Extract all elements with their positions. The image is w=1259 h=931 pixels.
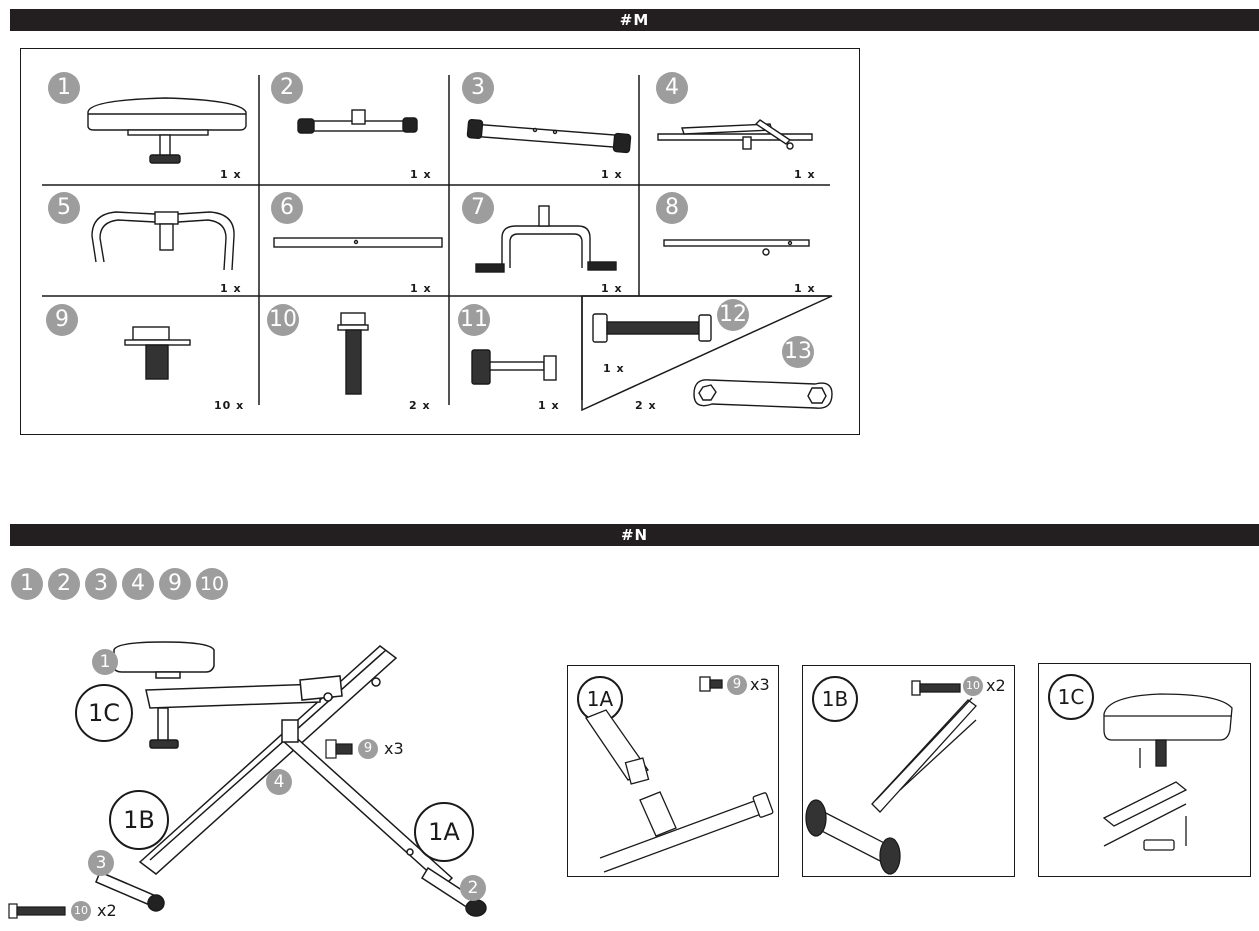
rail-icon xyxy=(273,237,443,248)
callout-frame: 4 xyxy=(266,769,292,795)
part-qty-4: 1 x xyxy=(794,168,816,181)
part-qty-3: 1 x xyxy=(601,168,623,181)
handlebar-icon xyxy=(91,211,235,271)
part-number-badge-8: 8 xyxy=(656,192,688,224)
tube-icon xyxy=(297,109,418,134)
part-number-badge-6: 6 xyxy=(271,192,303,224)
part-qty-9: 10 x xyxy=(214,399,245,412)
bolt-icon xyxy=(471,349,557,385)
part-number-badge-2: 2 xyxy=(271,72,303,104)
part-number-badge-3: 3 xyxy=(462,72,494,104)
bolt9-badge: 9 xyxy=(358,739,378,759)
part-number-badge-13: 13 xyxy=(782,336,814,368)
part-qty-10: 2 x xyxy=(409,399,431,412)
detail-1b-bolt-badge: 10 xyxy=(963,676,983,696)
part-number-badge-11: 11 xyxy=(458,304,490,336)
part-number-badge-1: 1 xyxy=(48,72,80,104)
tube-icon xyxy=(466,118,632,154)
part-qty-5: 1 x xyxy=(220,282,242,295)
part-number-badge-7: 7 xyxy=(462,192,494,224)
parts-used-badge-1: 1 xyxy=(11,568,43,600)
callout-seat: 1 xyxy=(92,649,118,675)
handlebar-icon xyxy=(475,205,617,273)
bolt9-qty: x3 xyxy=(384,739,404,758)
step-label-1a: 1A xyxy=(414,802,474,862)
bolt10-badge: 10 xyxy=(71,901,91,921)
callout-rear-tube: 3 xyxy=(88,850,114,876)
parts-used-badge-3: 3 xyxy=(85,568,117,600)
rail-icon xyxy=(663,239,810,256)
part-qty-1: 1 x xyxy=(220,168,242,181)
parts-used-badge-10: 10 xyxy=(196,568,228,600)
rail-icon xyxy=(657,119,813,150)
bolt-icon xyxy=(337,312,369,395)
part-number-badge-4: 4 xyxy=(656,72,688,104)
bolt10-qty: x2 xyxy=(97,901,117,920)
wrench-icon xyxy=(693,379,833,409)
step-label-1c: 1C xyxy=(75,684,133,742)
detail-label-1c: 1C xyxy=(1048,674,1094,720)
section-n-header: #N xyxy=(10,524,1259,546)
part-qty-8: 1 x xyxy=(794,282,816,295)
detail-1a-bolt-badge: 9 xyxy=(727,675,747,695)
bolt-icon xyxy=(592,313,712,343)
part-qty-7: 1 x xyxy=(601,282,623,295)
part-number-badge-9: 9 xyxy=(46,304,78,336)
detail-1a-bolt-qty: x3 xyxy=(750,675,770,694)
section-m-header: #M xyxy=(10,9,1259,31)
parts-used-badge-2: 2 xyxy=(48,568,80,600)
detail-1b-bolt-qty: x2 xyxy=(986,676,1006,695)
section-m-title: #M xyxy=(619,11,650,29)
part-qty-12: 1 x xyxy=(603,362,625,375)
step-label-1b: 1B xyxy=(109,790,169,850)
part-qty-11: 1 x xyxy=(538,399,560,412)
parts-used-badge-4: 4 xyxy=(122,568,154,600)
bolt-icon xyxy=(8,903,66,919)
part-number-badge-12: 12 xyxy=(717,299,749,331)
bolt-icon xyxy=(124,326,191,380)
seat-icon xyxy=(87,97,247,164)
detail-label-1b: 1B xyxy=(812,676,858,722)
part-qty-6: 1 x xyxy=(410,282,432,295)
section-n-title: #N xyxy=(620,526,649,544)
parts-used-badge-9: 9 xyxy=(159,568,191,600)
part-number-badge-10: 10 xyxy=(267,304,299,336)
seat-icon xyxy=(113,641,215,679)
bolt-icon xyxy=(325,739,353,759)
part-qty-13: 2 x xyxy=(635,399,657,412)
callout-front-tube: 2 xyxy=(460,875,486,901)
part-qty-2: 1 x xyxy=(410,168,432,181)
part-number-badge-5: 5 xyxy=(48,192,80,224)
